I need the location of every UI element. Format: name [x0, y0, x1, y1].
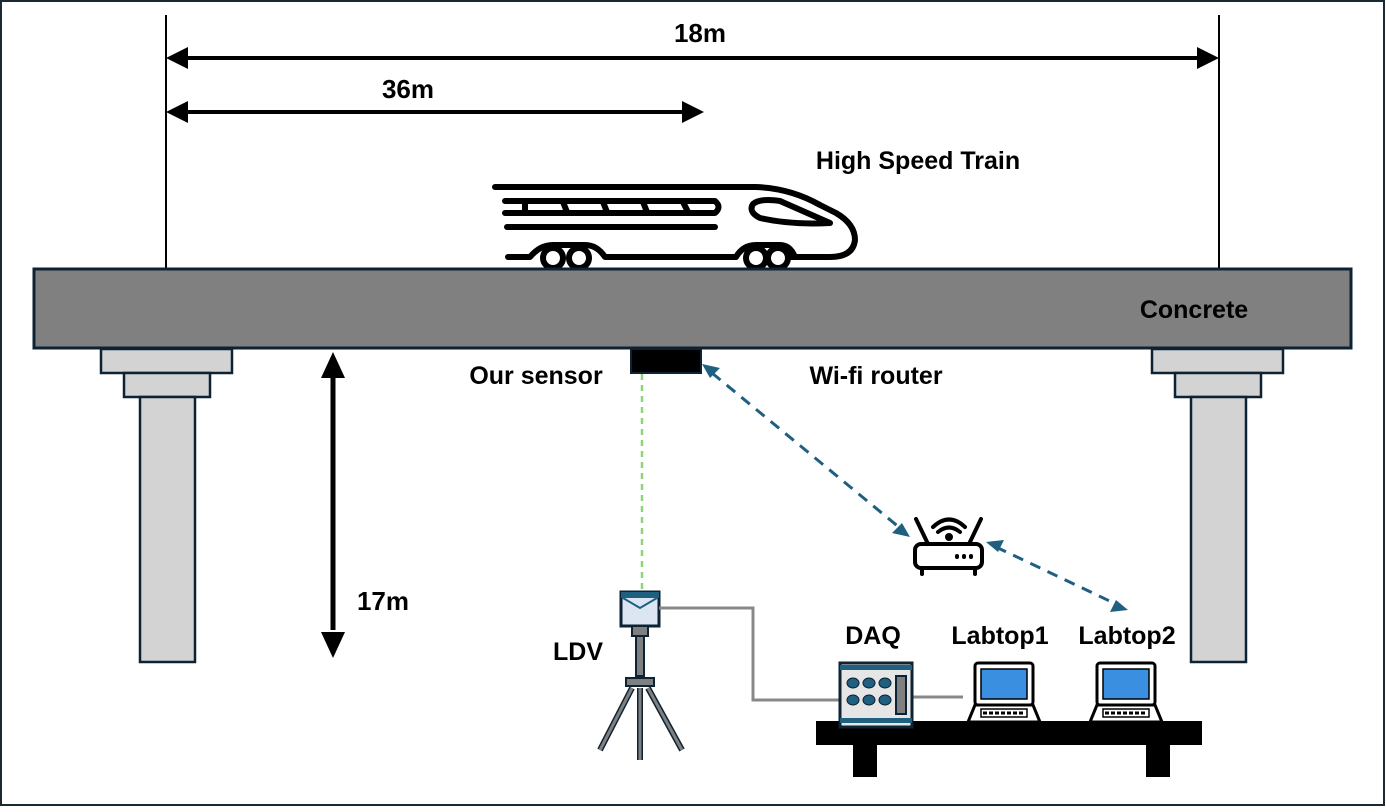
span-half-label: 36m — [382, 74, 434, 104]
ldv-daq-cable — [659, 606, 840, 702]
right-pier — [1150, 347, 1285, 664]
wireless-link-sensor-router — [702, 364, 910, 537]
sensor-label: Our sensor — [469, 362, 603, 390]
height-label: 17m — [357, 586, 409, 616]
span-half-dimension — [166, 101, 704, 123]
span-total-dimension — [166, 47, 1219, 69]
daq-device-icon — [838, 661, 914, 729]
laptop2-icon — [1087, 661, 1165, 724]
wifi-router-icon — [913, 517, 984, 576]
left-pier — [99, 347, 234, 664]
daq-label: DAQ — [845, 622, 901, 650]
router-label: Wi-fi router — [809, 362, 942, 390]
concrete-label: Concrete — [1140, 296, 1248, 324]
laptop1-label: Labtop1 — [951, 622, 1048, 650]
laptop1-icon — [965, 661, 1043, 724]
concrete-deck — [32, 267, 1353, 350]
train-icon — [492, 184, 858, 271]
wireless-link-router-laptop — [986, 540, 1128, 612]
laptop2-label: Labtop2 — [1078, 622, 1175, 650]
train-label: High Speed Train — [816, 147, 1020, 175]
span-total-label: 18m — [674, 18, 726, 48]
height-dimension — [321, 352, 345, 658]
sensor-device — [630, 348, 702, 374]
ldv-label: LDV — [553, 638, 603, 666]
